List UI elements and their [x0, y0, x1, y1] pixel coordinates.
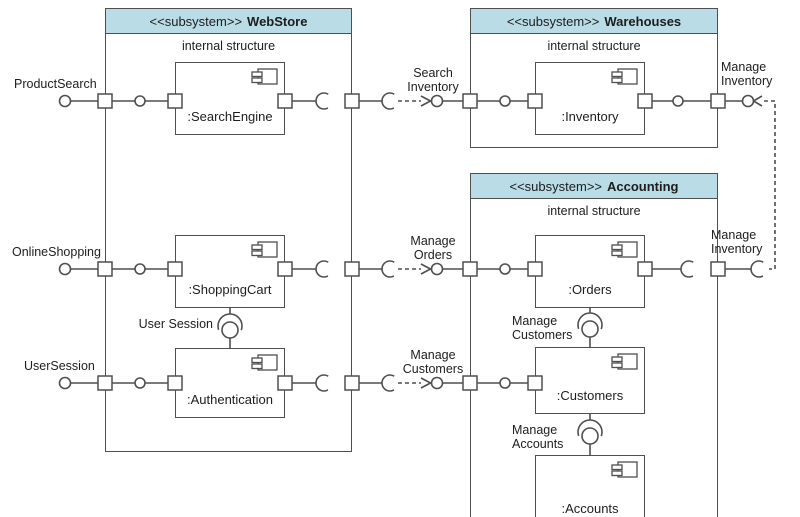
component-label: :Accounts	[561, 501, 619, 516]
component-accounts: :Accounts	[535, 455, 645, 517]
provided-interface-lollipop	[58, 94, 98, 390]
component-label: :Authentication	[186, 392, 273, 407]
connector-label-manage-accounts: Manage Accounts	[512, 423, 564, 451]
interface-label-onlineshopping: OnlineShopping	[12, 245, 101, 259]
interface-label-usersession: UserSession	[24, 359, 95, 373]
component-inventory: :Inventory	[535, 62, 645, 135]
internal-structure-label: internal structure	[547, 39, 641, 53]
stereotype-label: <<subsystem>>	[506, 13, 600, 29]
subsystem-name: WebStore	[247, 13, 308, 29]
component-orders: :Orders	[535, 235, 645, 308]
component-label: :ShoppingCart	[188, 282, 272, 297]
interface-label-productsearch: ProductSearch	[14, 77, 97, 91]
connector-label-manage-customers: Manage Customers	[402, 348, 464, 376]
component-authentication: :Authentication	[175, 348, 285, 418]
interface-label-manage-inventory-provided: Manage Inventory	[721, 60, 773, 88]
subsystem-name: Accounting	[607, 178, 679, 194]
interface-label-manage-inventory-required: Manage Inventory	[711, 228, 763, 256]
stereotype-label: <<subsystem>>	[509, 178, 603, 194]
component-label: :Orders	[568, 282, 612, 297]
connector-label-manage-customers-internal: Manage Customers	[512, 314, 573, 342]
subsystem-accounting: <<subsystem>> Accounting	[470, 173, 718, 517]
subsystem-warehouses-header: <<subsystem>> Warehouses	[471, 9, 717, 34]
component-label: :SearchEngine	[187, 109, 273, 124]
connector-label-manage-orders: Manage Orders	[410, 234, 456, 262]
component-customers: :Customers	[535, 347, 645, 414]
component-label: :Inventory	[561, 109, 619, 124]
component-searchengine: :SearchEngine	[175, 62, 285, 135]
subsystem-accounting-header: <<subsystem>> Accounting	[471, 174, 717, 199]
subsystem-webstore-header: <<subsystem>> WebStore	[106, 9, 351, 34]
internal-structure-label: internal structure	[547, 204, 641, 218]
connector-label-user-session: User Session	[138, 317, 213, 331]
subsystem-webstore: <<subsystem>> WebStore	[105, 8, 352, 452]
subsystem-name: Warehouses	[604, 13, 682, 29]
internal-structure-label: internal structure	[181, 39, 276, 53]
connector-label-search-inventory: Search Inventory	[407, 66, 459, 94]
component-label: :Customers	[556, 388, 624, 403]
component-shoppingcart: :ShoppingCart	[175, 235, 285, 308]
stereotype-label: <<subsystem>>	[149, 13, 243, 29]
subsystem-warehouses: <<subsystem>> Warehouses	[470, 8, 718, 148]
